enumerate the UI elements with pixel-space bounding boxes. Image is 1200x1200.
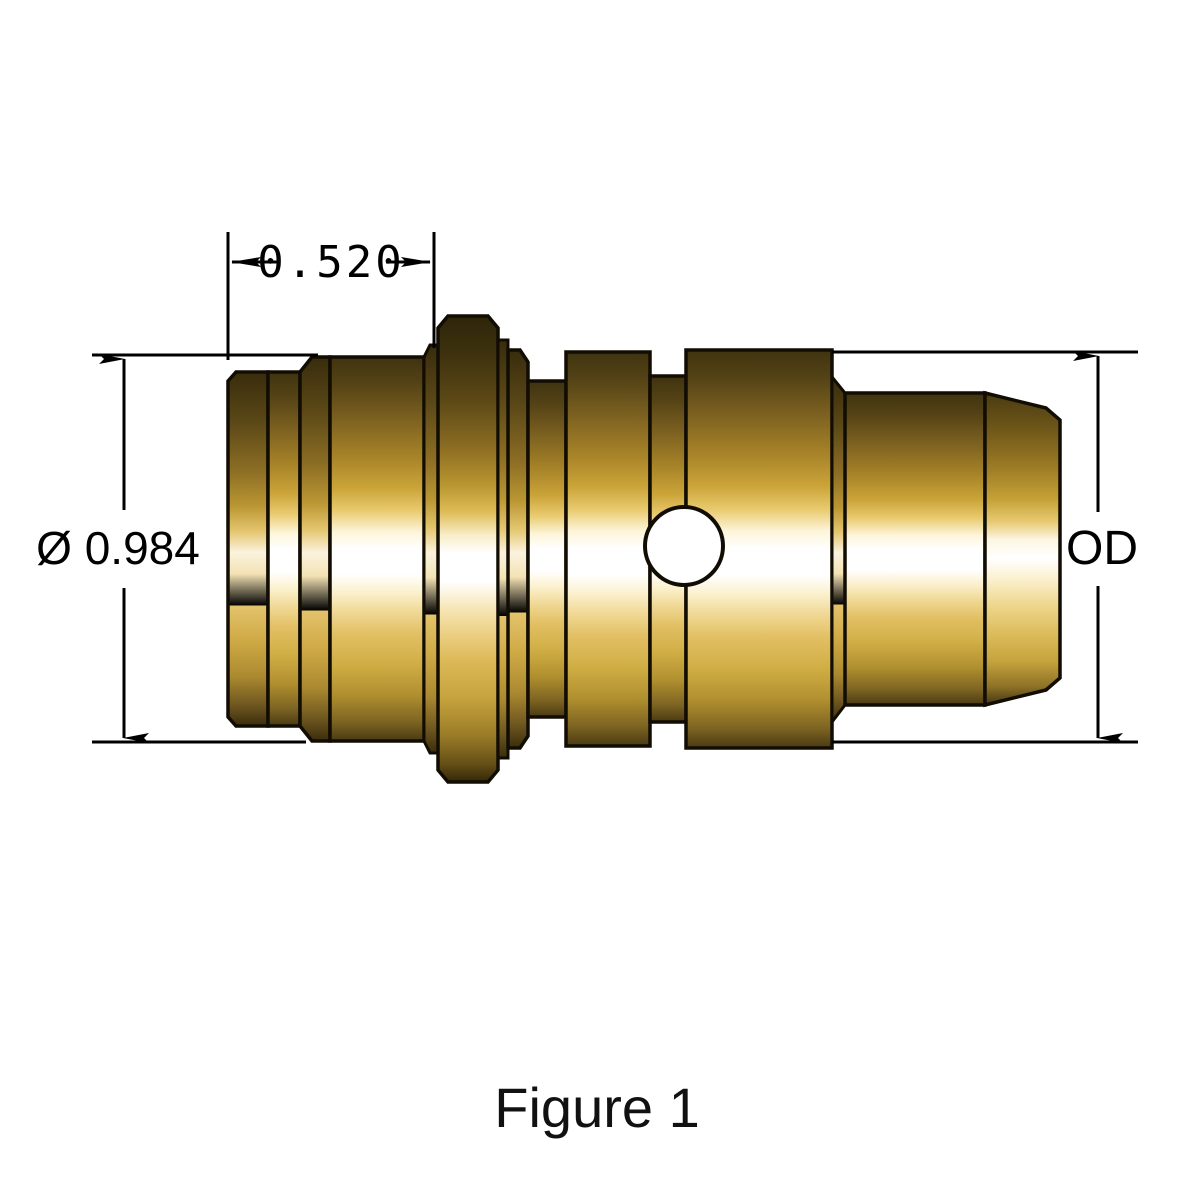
dimension-diameter-0984: Ø 0.984	[36, 353, 318, 744]
dimension-length-0520: 0.520	[226, 232, 436, 360]
figure-caption: Figure 1	[494, 1076, 699, 1139]
cross-hole	[643, 505, 725, 587]
raised-flange	[436, 314, 500, 784]
dimension-od-label: OD	[1066, 522, 1138, 575]
left-end-ring	[226, 370, 270, 728]
rear-step-sliver	[830, 372, 847, 727]
part-brass-bushing	[226, 314, 1062, 784]
first-shoulder	[298, 355, 332, 743]
main-barrel	[328, 355, 426, 743]
dimension-length-value: 0.520	[257, 237, 404, 288]
flange-front-shoulder	[422, 343, 440, 755]
dimension-outer-diameter: OD	[832, 350, 1138, 744]
nose-chamfer	[983, 390, 1062, 708]
nose-body	[843, 391, 987, 707]
rear-barrel	[684, 348, 834, 750]
collar-one	[564, 350, 652, 748]
dimension-diameter-value: Ø 0.984	[36, 522, 200, 574]
groove-one	[526, 379, 568, 719]
left-end-ring-face	[266, 370, 302, 728]
flange-back-collar	[506, 348, 530, 750]
flange-rear-sliver	[496, 338, 510, 760]
